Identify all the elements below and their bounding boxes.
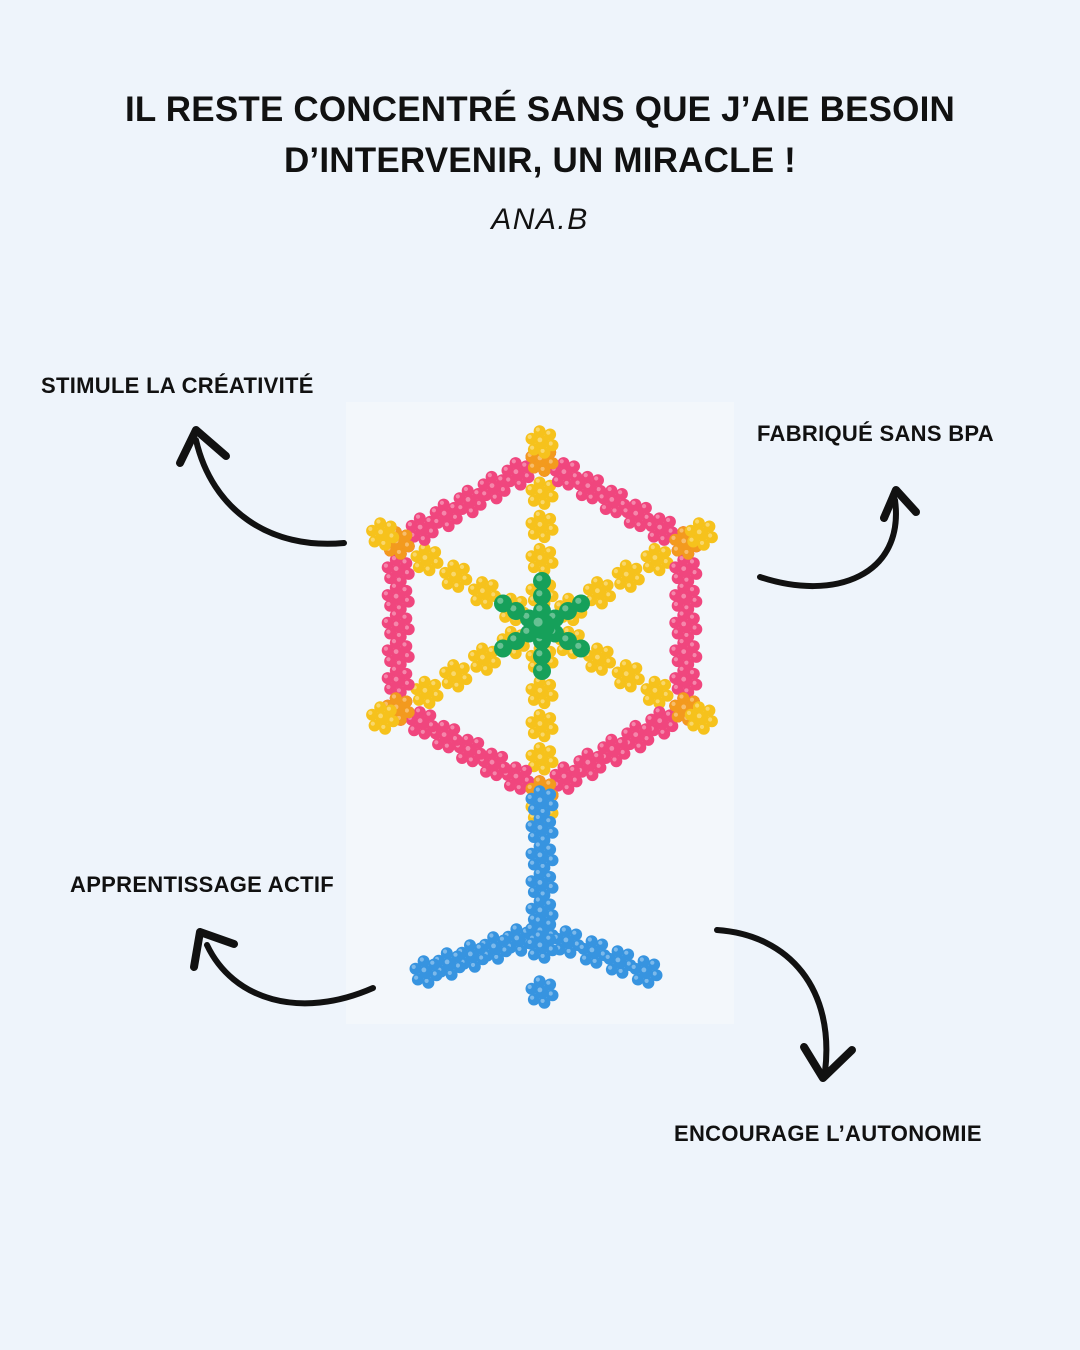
quote-line-2: D’INTERVENIR, UN MIRACLE ! [283, 141, 797, 180]
product-image-panel [346, 402, 734, 1024]
feature-label-creativity: STIMULE LA CRÉATIVITÉ [41, 373, 314, 398]
testimonial-quote: IL RESTE CONCENTRÉ SANS QUE J’AIE BESOIN… [90, 84, 990, 186]
quote-line-1: IL RESTE CONCENTRÉ SANS QUE J’AIE BESOIN [125, 90, 955, 129]
curved-arrow-icon [714, 927, 856, 1082]
product-image [366, 425, 718, 1009]
feature-label-autonomy: ENCOURAGE L’AUTONOMIE [674, 1121, 982, 1146]
curved-arrow-icon [190, 928, 376, 1007]
feature-label-bpa-free: FABRIQUÉ SANS BPA [757, 421, 994, 446]
curved-arrow-icon [757, 486, 920, 590]
feature-label-active-learning: APPRENTISSAGE ACTIF [70, 872, 335, 897]
quote-author: ANA.B [491, 203, 589, 236]
curved-arrow-icon [176, 426, 347, 547]
